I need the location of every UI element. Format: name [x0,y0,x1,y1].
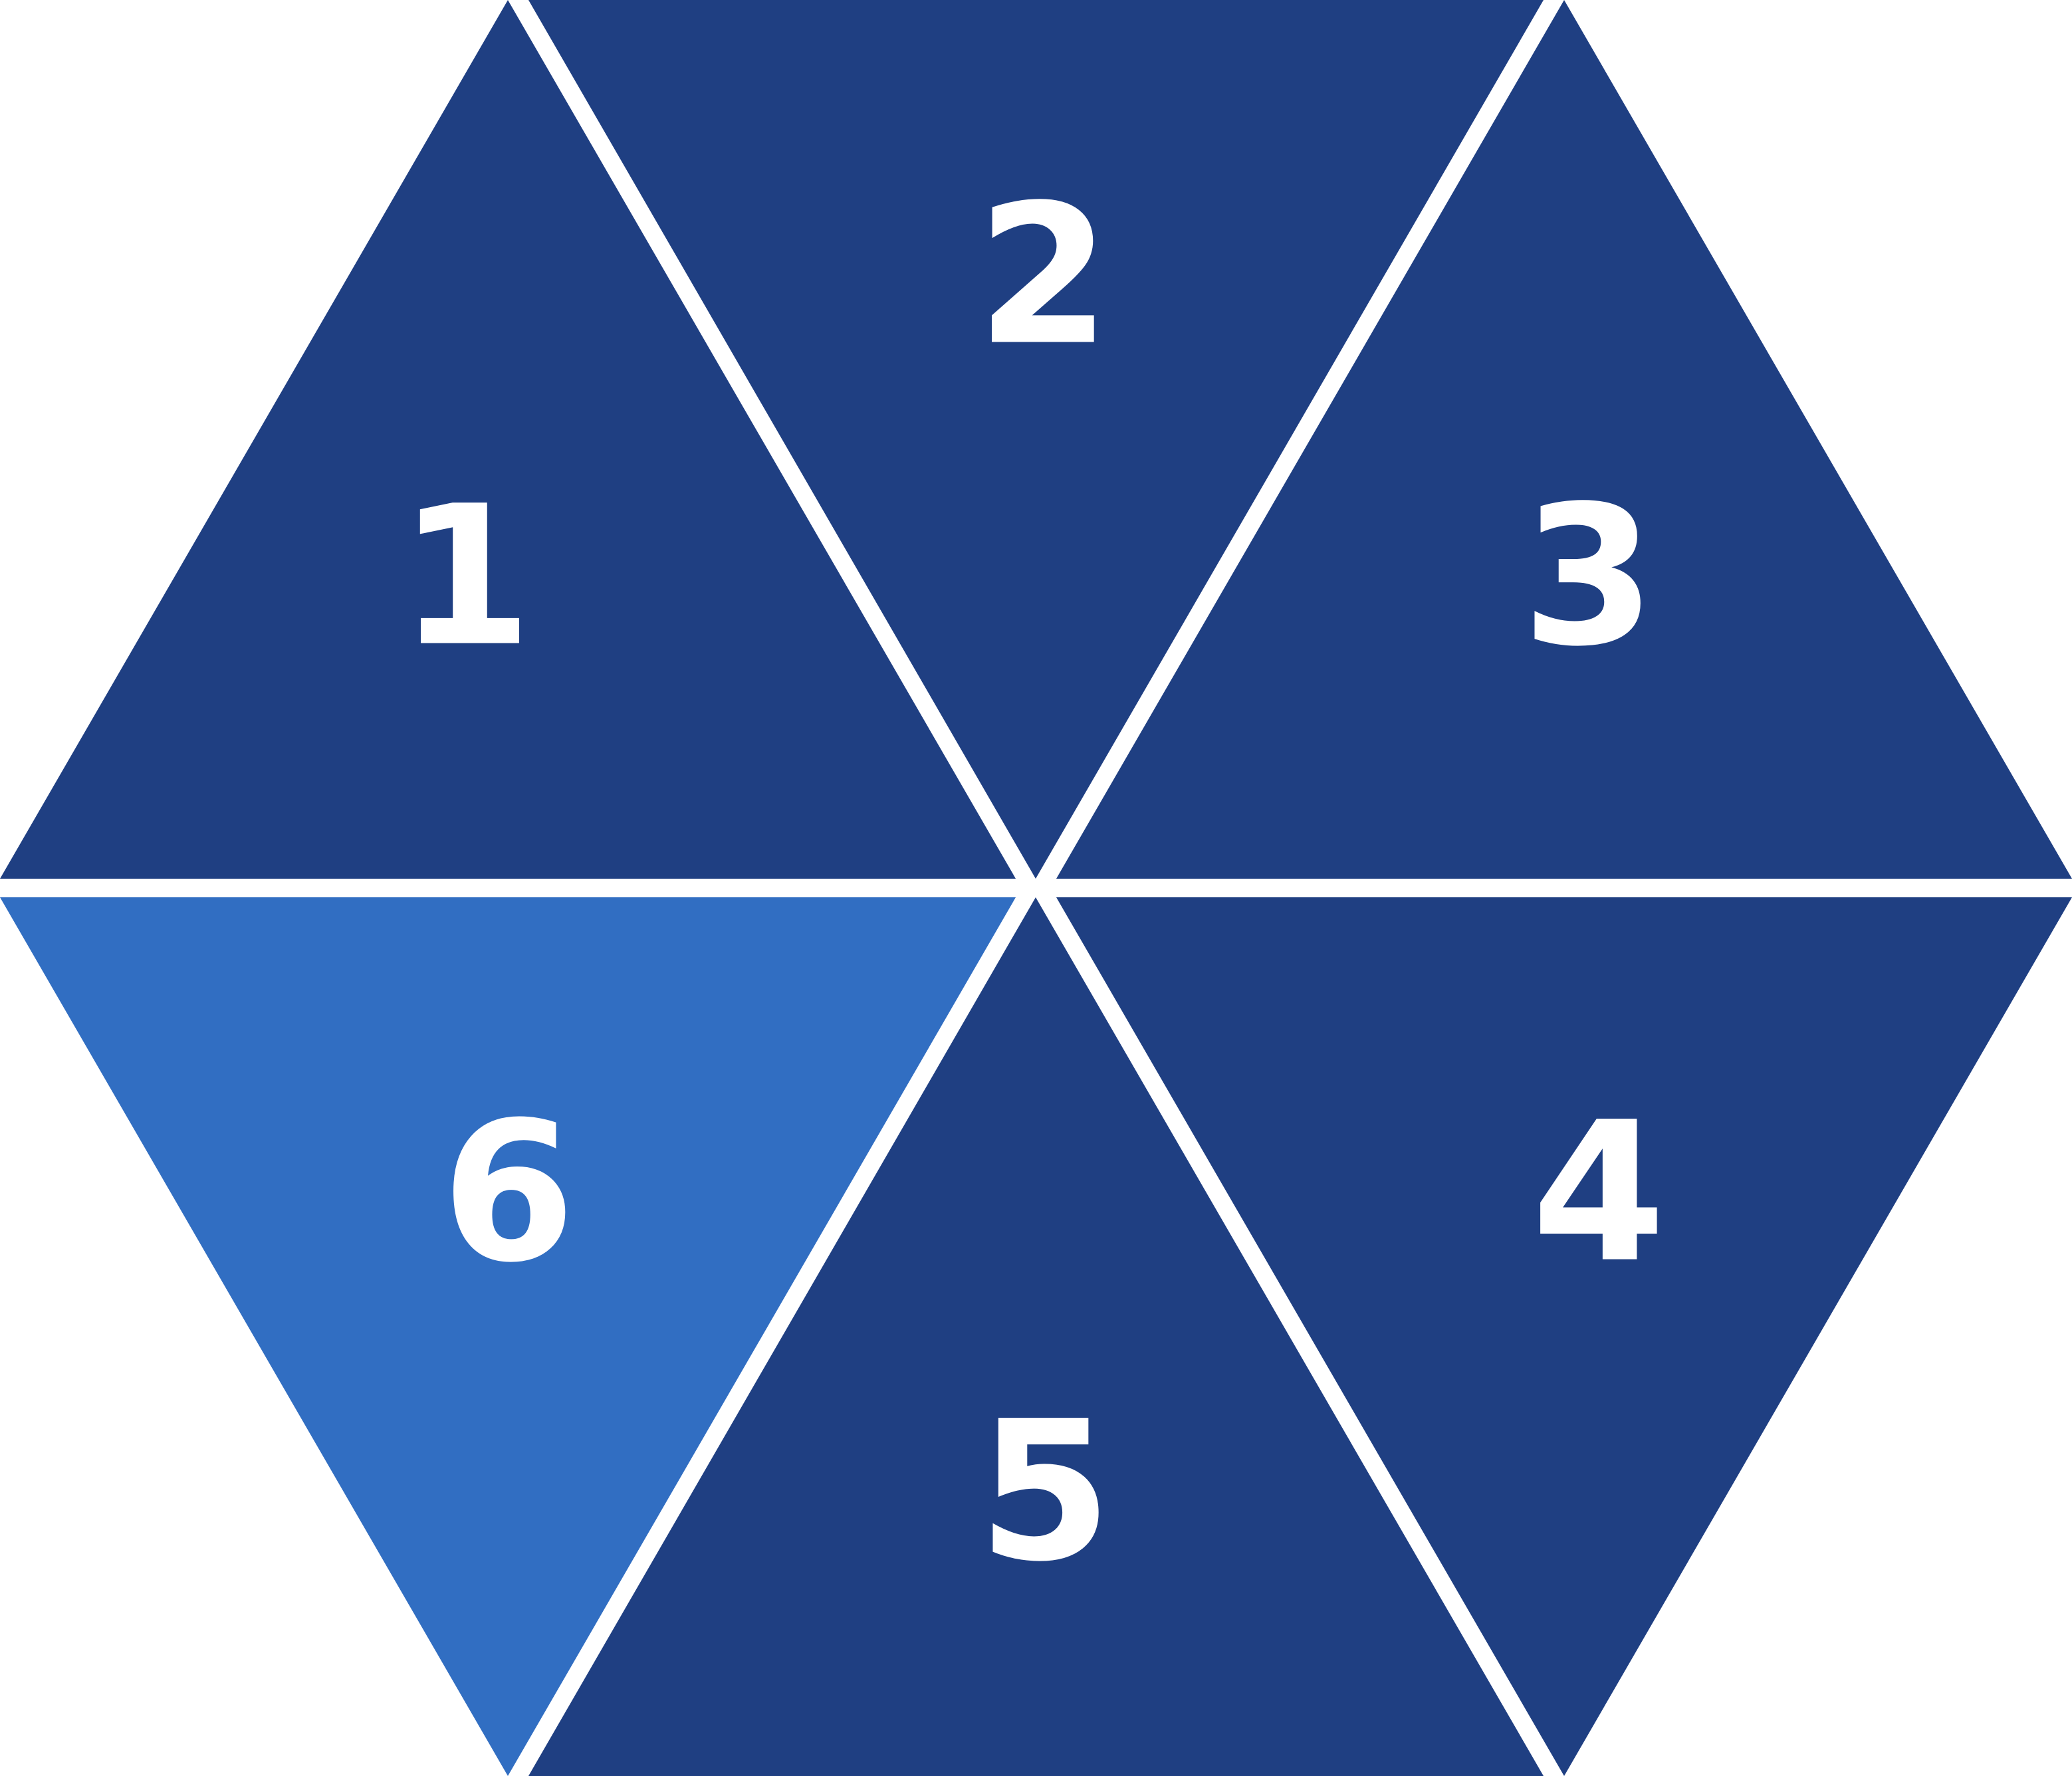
triangle-3 [1056,0,2072,879]
triangle-1 [0,0,1016,879]
triangle-4 [1056,897,2072,1776]
triangle-6-label: 6 [441,1081,576,1305]
triangle-6 [0,897,1016,1776]
triangle-2 [528,0,1544,879]
triangle-4-label: 4 [1532,1081,1666,1305]
triangle-5 [528,897,1544,1776]
triangle-5-label: 5 [978,1381,1112,1605]
triangle-1-label: 1 [398,465,532,689]
triangle-3-label: 3 [1522,465,1656,689]
triangle-2-label: 2 [977,164,1111,388]
